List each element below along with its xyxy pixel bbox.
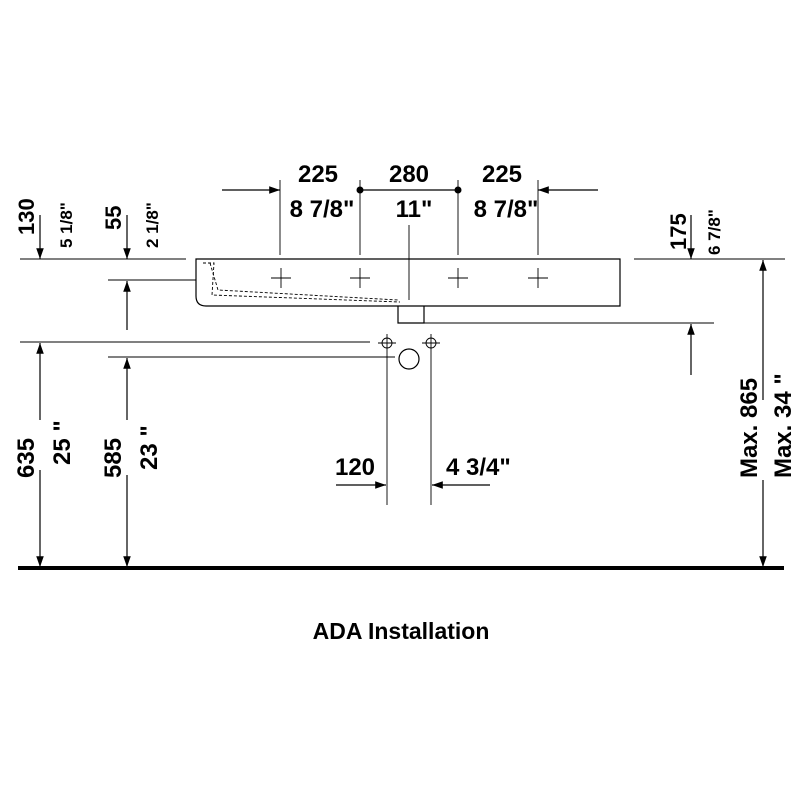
reference-lines bbox=[20, 258, 785, 358]
dim-right-mm: 225 bbox=[482, 161, 522, 188]
dim-120-in: 4 3/4" bbox=[446, 454, 511, 481]
dim-max-in: Max. 34 " bbox=[770, 373, 797, 478]
dim-635-mm: 635 bbox=[13, 438, 40, 478]
dim-130-mm: 130 bbox=[14, 198, 39, 235]
dim-120-mm: 120 bbox=[335, 454, 375, 481]
dim-center-in: 11" bbox=[396, 196, 433, 223]
dim-130-in: 5 1/8" bbox=[57, 202, 76, 248]
dim-635-in: 25 " bbox=[49, 420, 76, 465]
drawing-caption: ADA Installation bbox=[313, 618, 490, 644]
top-dimension-chain bbox=[222, 180, 598, 300]
dim-right-in: 8 7/8" bbox=[474, 196, 539, 223]
upper-left-dimension-lines bbox=[36, 215, 131, 330]
drain-trap bbox=[378, 334, 440, 505]
dim-55-mm: 55 bbox=[101, 206, 126, 230]
dim-max-mm: Max. 865 bbox=[736, 378, 763, 478]
dim-left-mm: 225 bbox=[298, 161, 338, 188]
dim-left-in: 8 7/8" bbox=[290, 196, 355, 223]
dim-585-mm: 585 bbox=[100, 438, 127, 478]
dim-center-mm: 280 bbox=[389, 161, 429, 188]
lower-left-dimension-lines bbox=[36, 343, 131, 567]
dim-55-in: 2 1/8" bbox=[143, 202, 162, 248]
basin-outline bbox=[195, 258, 621, 324]
dim-175-mm: 175 bbox=[666, 213, 691, 250]
dim-175-in: 6 7/8" bbox=[705, 209, 724, 255]
dim-585-in: 23 " bbox=[136, 425, 163, 470]
